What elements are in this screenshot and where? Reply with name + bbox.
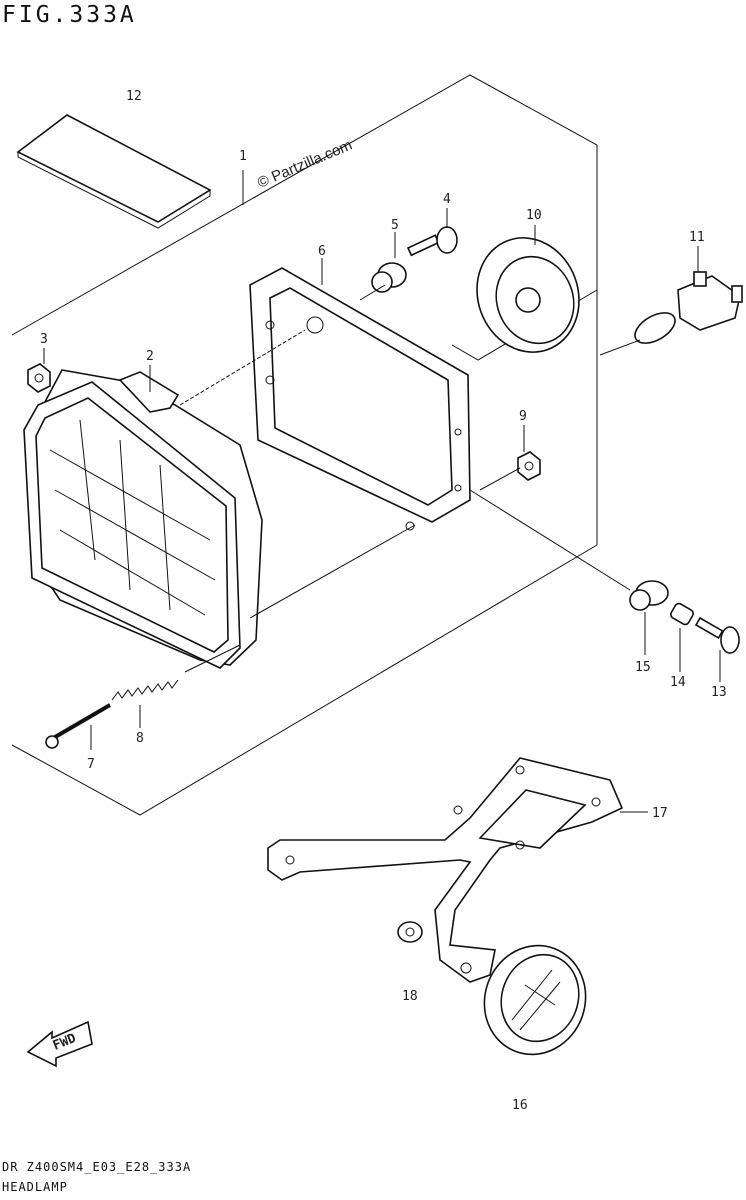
callout-2: 2 bbox=[146, 349, 154, 364]
callout-17: 17 bbox=[652, 806, 668, 821]
part-12-label-sticker[interactable] bbox=[16, 114, 212, 229]
part-6-headlamp-frame[interactable] bbox=[249, 267, 471, 531]
callout-15: 15 bbox=[635, 660, 651, 675]
part-18-nut[interactable] bbox=[397, 921, 423, 943]
part-8-spring[interactable] bbox=[111, 679, 179, 701]
figure-title: FIG.333A bbox=[2, 2, 137, 28]
part-5-grommet[interactable] bbox=[371, 262, 407, 293]
part-15-grommet[interactable] bbox=[629, 580, 669, 611]
callout-9: 9 bbox=[519, 409, 527, 424]
part-13-bolt[interactable] bbox=[694, 616, 740, 654]
part-9-nut[interactable] bbox=[517, 451, 541, 481]
part-4-screw[interactable] bbox=[406, 226, 458, 257]
part-11-bulb[interactable] bbox=[630, 271, 743, 349]
model-code: DR Z400SM4_E03_E28_333A bbox=[2, 1160, 192, 1174]
part-16-reflector[interactable] bbox=[469, 931, 601, 1069]
callout-1: 1 bbox=[239, 149, 247, 164]
callout-8: 8 bbox=[136, 731, 144, 746]
callout-12: 12 bbox=[126, 89, 142, 104]
part-2-headlamp-unit[interactable] bbox=[23, 369, 263, 669]
callout-4: 4 bbox=[443, 192, 451, 207]
part-7-adjusting-screw[interactable] bbox=[45, 703, 113, 749]
callout-18: 18 bbox=[402, 989, 418, 1004]
part-10-socket-cover[interactable] bbox=[461, 223, 595, 366]
callout-6: 6 bbox=[318, 244, 326, 259]
callout-11: 11 bbox=[689, 230, 705, 245]
assembly-outline bbox=[11, 74, 598, 816]
callout-10: 10 bbox=[526, 208, 542, 223]
callout-5: 5 bbox=[391, 218, 399, 233]
callout-3: 3 bbox=[40, 332, 48, 347]
callout-13: 13 bbox=[711, 685, 727, 700]
callout-14: 14 bbox=[670, 675, 686, 690]
section-name: HEADLAMP bbox=[2, 1180, 68, 1194]
part-17-headlamp-bracket[interactable] bbox=[267, 757, 624, 983]
part-3-nut[interactable] bbox=[27, 363, 51, 393]
callout-16: 16 bbox=[512, 1098, 528, 1113]
leader-lines bbox=[43, 170, 721, 813]
fwd-arrow-icon: FWD bbox=[26, 1020, 93, 1068]
callout-7: 7 bbox=[87, 757, 95, 772]
part-14-collar[interactable] bbox=[669, 602, 694, 626]
